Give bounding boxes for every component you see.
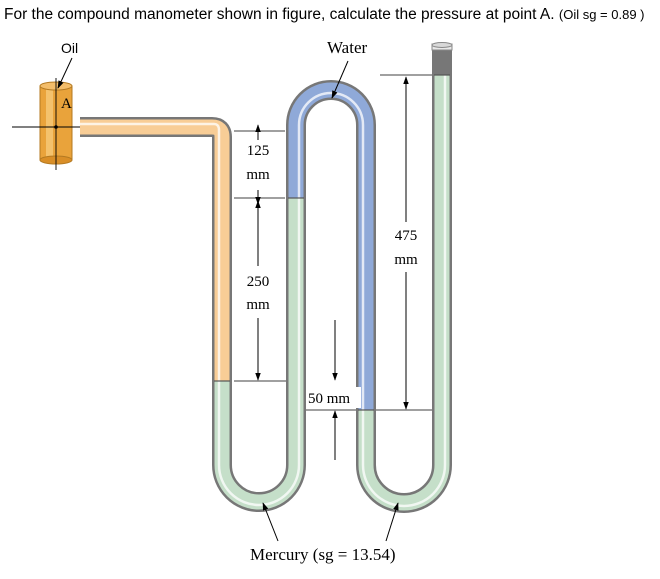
dimension-475-value: 475 — [395, 228, 418, 244]
dimension-125-unit: mm — [246, 167, 270, 183]
water-label: Water — [327, 38, 367, 57]
mercury-pointer-left — [262, 502, 279, 542]
point-a-label: A — [61, 96, 72, 112]
dimension-475-unit: mm — [394, 252, 418, 268]
dimension-125-value: 125 — [247, 143, 270, 159]
oil-fill — [80, 119, 230, 381]
dimension-50: 50 mm — [307, 320, 361, 460]
dimension-125: 125 mm — [246, 124, 270, 205]
dimension-250-value: 250 — [247, 274, 270, 290]
oil-pointer-arrow — [57, 57, 73, 89]
question-text: For the compound manometer shown in figu… — [4, 6, 645, 24]
open-tube-top — [431, 42, 453, 51]
dimension-475: 475 mm — [394, 76, 418, 410]
oil-sg-note: (Oil sg = 0.89 ) — [558, 7, 645, 22]
dimension-250-unit: mm — [246, 297, 270, 313]
oil-label: Oil — [61, 40, 78, 56]
water-fill — [288, 82, 374, 410]
dimension-250: 250 mm — [246, 200, 270, 381]
water-pointer-arrow — [331, 60, 349, 99]
pipe-a — [12, 78, 80, 170]
mercury-fill-right — [358, 75, 450, 511]
mercury-pointer-right — [385, 502, 399, 542]
mercury-label: Mercury (sg = 13.54) — [250, 545, 396, 564]
question-main: For the compound manometer shown in figu… — [4, 6, 555, 23]
tube-highlight — [80, 75, 447, 508]
mercury-fill-left — [214, 198, 304, 510]
dimension-50-text: 50 mm — [308, 391, 350, 407]
